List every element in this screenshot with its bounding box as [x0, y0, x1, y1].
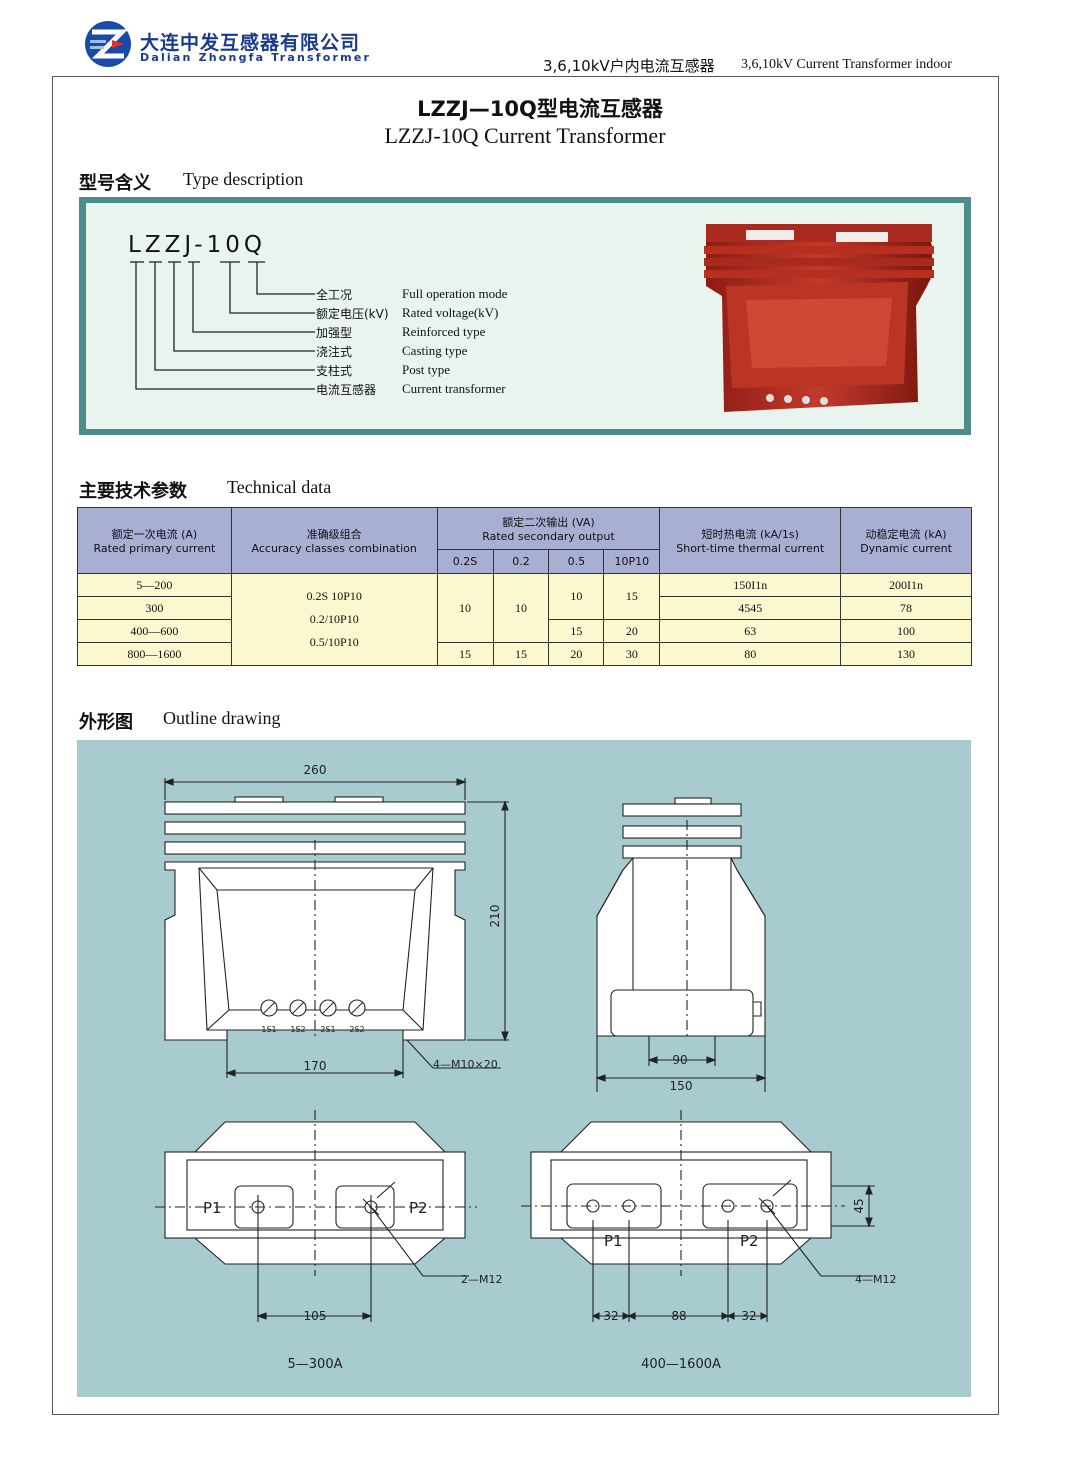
zf-logo-icon — [85, 21, 131, 67]
dim-side-outer: 150 — [670, 1079, 693, 1093]
section-heading-tech-cn: 主要技术参数 — [79, 481, 187, 502]
type-item-cn: 全工况 — [316, 288, 353, 302]
header-output: 额定二次输出 (VA)Rated secondary output — [436, 507, 661, 550]
company-name-en: Dalian Zhongfa Transformer — [140, 51, 372, 64]
section-heading-tech-en: Technical data — [227, 477, 332, 497]
dim-mid-88: 88 — [671, 1309, 686, 1323]
cell-dynamic: 78 — [840, 596, 972, 620]
dim-height: 210 — [488, 905, 502, 928]
cell-output: 10 — [492, 573, 550, 643]
cell-output: 15 — [436, 642, 494, 666]
header-thermal: 短时热电流 (kA/1s)Short-time thermal current — [659, 507, 842, 574]
type-item-en: Rated voltage(kV) — [402, 305, 499, 320]
cell-output: 10 — [436, 573, 494, 643]
company-name-cn: 大连中发互感器有限公司 — [140, 32, 361, 54]
product-photo — [704, 224, 934, 412]
cell-primary: 800—1600 — [77, 642, 232, 666]
type-item-en: Post type — [402, 362, 451, 377]
dim-m12-small: 2—M12 — [461, 1273, 503, 1286]
terminal-label: 2S1 — [320, 1025, 335, 1034]
cell-output: 20 — [548, 642, 605, 666]
cell-output: 30 — [603, 642, 661, 666]
terminal-label: 1S1 — [261, 1025, 276, 1034]
header-category-cn: 3,6,10kV户内电流互感器 — [543, 57, 715, 75]
p2-label: P2 — [740, 1232, 759, 1250]
header-output-sub: 0.2 — [492, 549, 550, 574]
header-primary: 额定一次电流 (A)Rated primary current — [77, 507, 232, 574]
top-view-5-300a: P1 P2 2—M12 105 5—300A — [155, 1110, 503, 1372]
dim-p-spacing: 105 — [304, 1309, 327, 1323]
top-view-400-1600a: P1 P2 45 4—M12 32 88 32 400—1600A — [521, 1110, 897, 1372]
page-frame — [52, 76, 999, 1415]
type-item-cn: 加强型 — [316, 326, 353, 340]
header-category-en: 3,6,10kV Current Transformer indoor — [741, 57, 952, 72]
section-heading-type-en: Type description — [183, 169, 304, 189]
type-item-en: Full operation mode — [402, 286, 508, 301]
cell-output: 10 — [548, 573, 605, 620]
caption-large: 400—1600A — [641, 1357, 721, 1372]
section-heading-outline-en: Outline drawing — [163, 708, 281, 728]
type-item-en: Casting type — [402, 343, 468, 358]
type-item-cn: 支柱式 — [316, 364, 353, 378]
page-title-en: LZZJ-10Q Current Transformer — [384, 123, 666, 148]
cell-thermal: 80 — [659, 642, 842, 666]
cell-primary: 300 — [77, 596, 232, 620]
type-item-en: Reinforced type — [402, 324, 486, 339]
model-code-leader-lines — [130, 261, 315, 390]
dim-base: 170 — [304, 1059, 327, 1073]
cell-thermal: 63 — [659, 619, 842, 643]
cell-output: 20 — [603, 619, 661, 643]
header-dynamic: 动稳定电流 (kA)Dynamic current — [840, 507, 972, 574]
cell-dynamic: 130 — [840, 642, 972, 666]
cell-output: 15 — [492, 642, 550, 666]
cell-primary: 400—600 — [77, 619, 232, 643]
cell-thermal: 150I1n — [659, 573, 842, 597]
dim-hole: 45 — [852, 1198, 866, 1213]
type-item-cn: 浇注式 — [316, 345, 353, 359]
p2-label: P2 — [409, 1199, 428, 1217]
header-output-sub: 0.2S — [436, 549, 494, 574]
section-heading-type-cn: 型号含义 — [79, 173, 151, 194]
outline-drawing: 1S1 1S2 2S1 2S2 260 210 170 4—M10×20 — [155, 763, 897, 1372]
p1-label: P1 — [604, 1232, 623, 1250]
p1-label: P1 — [203, 1199, 222, 1217]
header-output-sub: 0.5 — [548, 549, 605, 574]
type-item-en: Current transformer — [402, 381, 506, 396]
cell-primary: 5—200 — [77, 573, 232, 597]
cell-dynamic: 100 — [840, 619, 972, 643]
cell-output: 15 — [603, 573, 661, 620]
header-output-sub: 10P10 — [603, 549, 661, 574]
terminal-label: 1S2 — [290, 1025, 305, 1034]
cell-thermal: 4545 — [659, 596, 842, 620]
dim-bolt: 4—M10×20 — [433, 1058, 498, 1071]
front-view: 1S1 1S2 2S1 2S2 260 210 170 4—M10×20 — [163, 763, 509, 1078]
side-view: 90 150 — [595, 797, 767, 1093]
section-heading-outline-cn: 外形图 — [79, 712, 133, 733]
cell-dynamic: 200I1n — [840, 573, 972, 597]
type-item-cn: 额定电压(kV) — [316, 307, 389, 321]
dim-m12-large: 4—M12 — [855, 1273, 897, 1286]
dim-right-32: 32 — [741, 1309, 756, 1323]
terminal-label: 2S2 — [349, 1025, 364, 1034]
page-title-cn: LZZJ—10Q型电流互感器 — [417, 97, 663, 121]
model-code: LZZJ-10Q — [128, 232, 266, 258]
dim-side-inner: 90 — [672, 1053, 687, 1067]
dim-left-32: 32 — [603, 1309, 618, 1323]
type-item-cn: 电流互感器 — [316, 383, 377, 397]
dim-width: 260 — [304, 763, 327, 777]
caption-small: 5—300A — [288, 1357, 343, 1372]
cell-output: 15 — [548, 619, 605, 643]
